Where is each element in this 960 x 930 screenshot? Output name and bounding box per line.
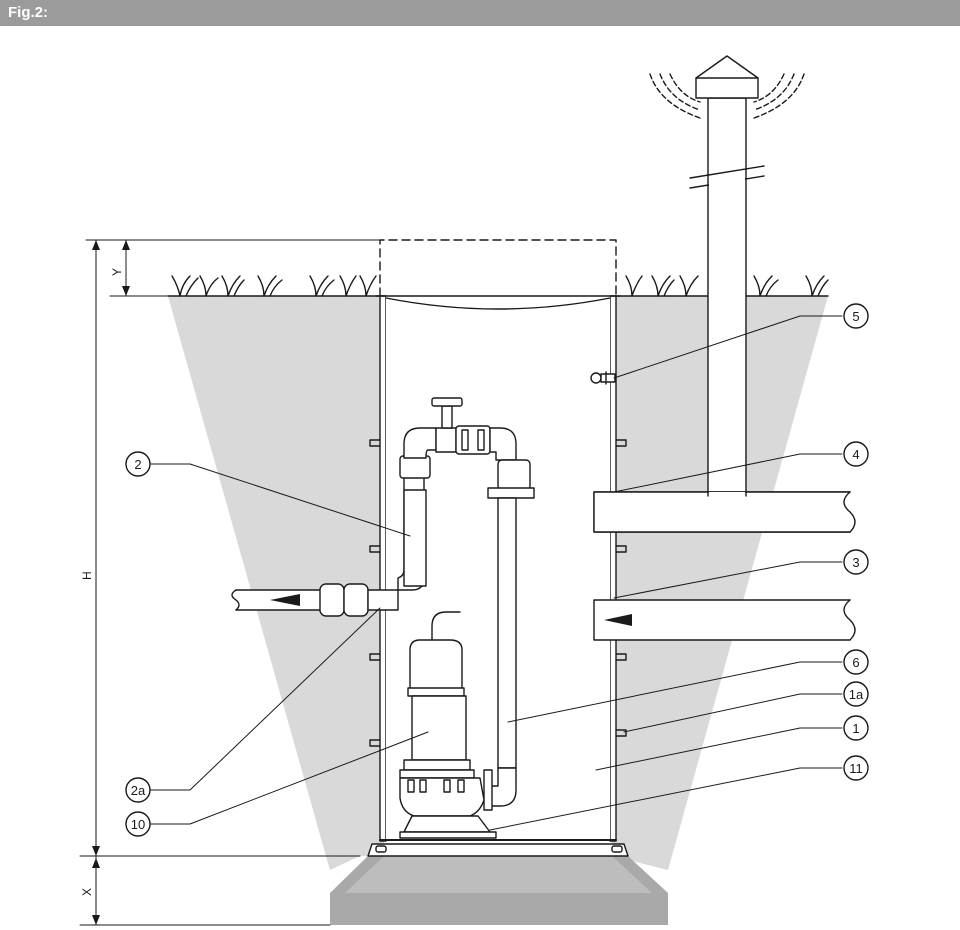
riser-pipework: [397, 397, 535, 811]
pressure-outlet-pipe: [231, 583, 399, 617]
callout-leader-lines: [139, 315, 843, 831]
base-slot-right: [611, 845, 623, 853]
shaft-base-plate: [367, 843, 629, 857]
inlet-pipe-upper: [593, 491, 856, 533]
dimension-label-h: H: [80, 571, 94, 580]
base-slot-left: [375, 845, 387, 853]
callout-2a: 2a: [131, 783, 146, 798]
dimension-label-x: X: [80, 888, 94, 896]
figure-title: Fig.2:: [8, 4, 48, 21]
dimension-label-y: Y: [110, 268, 124, 276]
callout-6: 6: [852, 655, 859, 670]
callout-4: 4: [852, 447, 859, 462]
grass-tufts-right: [625, 275, 829, 297]
callout-11: 11: [849, 761, 863, 776]
submersible-pump: [399, 611, 497, 839]
wall-ribs-left: [369, 439, 381, 747]
callout-2: 2: [134, 457, 141, 472]
callout-1a: 1a: [849, 687, 864, 702]
callout-3: 3: [852, 555, 859, 570]
dimension-lines: [79, 239, 381, 926]
wall-ribs-right: [615, 439, 627, 737]
grass-tufts-left: [171, 275, 377, 297]
vent-airflow-arrows: [649, 73, 805, 119]
shaft-cover-dashed-outline: [379, 239, 617, 297]
callout-5: 5: [852, 309, 859, 324]
shaft-wall-left: [379, 295, 387, 842]
foundation-bed-light: [345, 856, 652, 893]
vent-valve: [590, 371, 616, 385]
callout-markers: [125, 303, 869, 837]
shaft-top-seal: [385, 297, 611, 310]
figure-header-bar: Fig.2:: [0, 0, 960, 26]
excavation-ground-fill-right: [612, 296, 828, 870]
callout-10: 10: [131, 817, 145, 832]
inlet-pipe-lower: [593, 599, 856, 641]
callout-1: 1: [852, 721, 859, 736]
vent-pipe: [689, 55, 765, 497]
excavation-ground-left: [168, 296, 384, 870]
